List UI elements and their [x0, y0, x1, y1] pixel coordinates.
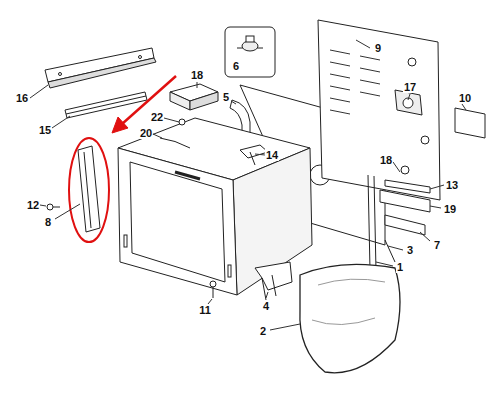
callout-number: 8 [44, 216, 52, 228]
callout-number: 10 [458, 92, 472, 104]
callout-number: 2 [259, 325, 267, 337]
callout-number: 20 [139, 127, 153, 139]
callout-number: 16 [15, 92, 29, 104]
callout-number: 6 [232, 60, 240, 72]
callout-number: 13 [445, 179, 459, 191]
callout-number: 19 [443, 203, 457, 215]
callout-number: 4 [262, 300, 270, 312]
callout-number: 7 [433, 239, 441, 251]
callout-number: 18 [190, 69, 204, 81]
callout-number: 3 [406, 244, 414, 256]
callout-number: 5 [222, 91, 230, 103]
callout-number: 11 [198, 304, 212, 316]
callout-number: 15 [38, 124, 52, 136]
callout-number: 9 [374, 42, 382, 54]
callout-number: 17 [403, 81, 417, 93]
callout-number: 12 [26, 199, 40, 211]
callout-number: 22 [150, 111, 164, 123]
callout-number: 14 [265, 149, 279, 161]
callout-number: 1 [396, 261, 404, 273]
callout-number: 18 [379, 154, 393, 166]
